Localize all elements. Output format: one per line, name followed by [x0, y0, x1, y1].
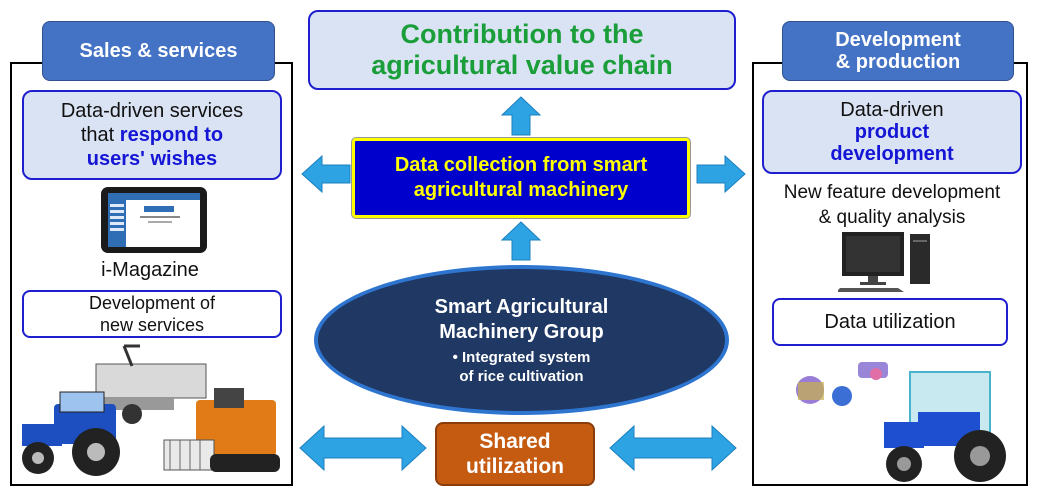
- cad-parts-icon: [796, 362, 888, 406]
- arrow-right-icon: [696, 154, 746, 194]
- combine-harvester-icon: [163, 388, 280, 472]
- rice-transplanter-icon: [95, 344, 207, 424]
- double-arrow-right-icon: [609, 424, 737, 472]
- data-collection-box: Data collection from smart agricultural …: [352, 138, 690, 218]
- sales-services-tag: Sales & services: [42, 21, 275, 81]
- services-line1: Data-driven services: [60, 100, 244, 122]
- arrow-left-icon: [301, 154, 351, 194]
- arrow-up-top-icon: [500, 96, 542, 136]
- smart-machinery-group-ellipse: Smart Agricultural Machinery Group • Int…: [314, 265, 729, 415]
- cad-tractor-icon: [884, 371, 1006, 482]
- data-driven-product-box: Data-driven product development: [762, 90, 1022, 174]
- services-line2: that respond to: [80, 124, 224, 146]
- i-magazine-label: i-Magazine: [101, 259, 199, 281]
- development-production-tag: Development & production: [782, 21, 1014, 81]
- contribution-box: Contribution to the agricultural value c…: [308, 10, 736, 90]
- desktop-computer-icon: [838, 232, 930, 292]
- arrow-up-bottom-icon: [500, 221, 542, 261]
- machinery-illustration: [22, 344, 280, 476]
- tractor-icon: [22, 391, 120, 476]
- double-arrow-left-icon: [299, 424, 427, 472]
- cad-tractor-illustration: [796, 362, 1006, 482]
- services-line3: users' wishes: [86, 148, 218, 170]
- tablet-icon: [101, 187, 207, 253]
- data-utilization-box: Data utilization: [772, 298, 1008, 346]
- shared-utilization-box: Shared utilization: [435, 422, 595, 486]
- data-driven-services-box: Data-driven services that respond to use…: [22, 90, 282, 180]
- feature-development-text: New feature development & quality analys…: [783, 182, 1001, 228]
- development-new-services-box: Development of new services: [22, 290, 282, 338]
